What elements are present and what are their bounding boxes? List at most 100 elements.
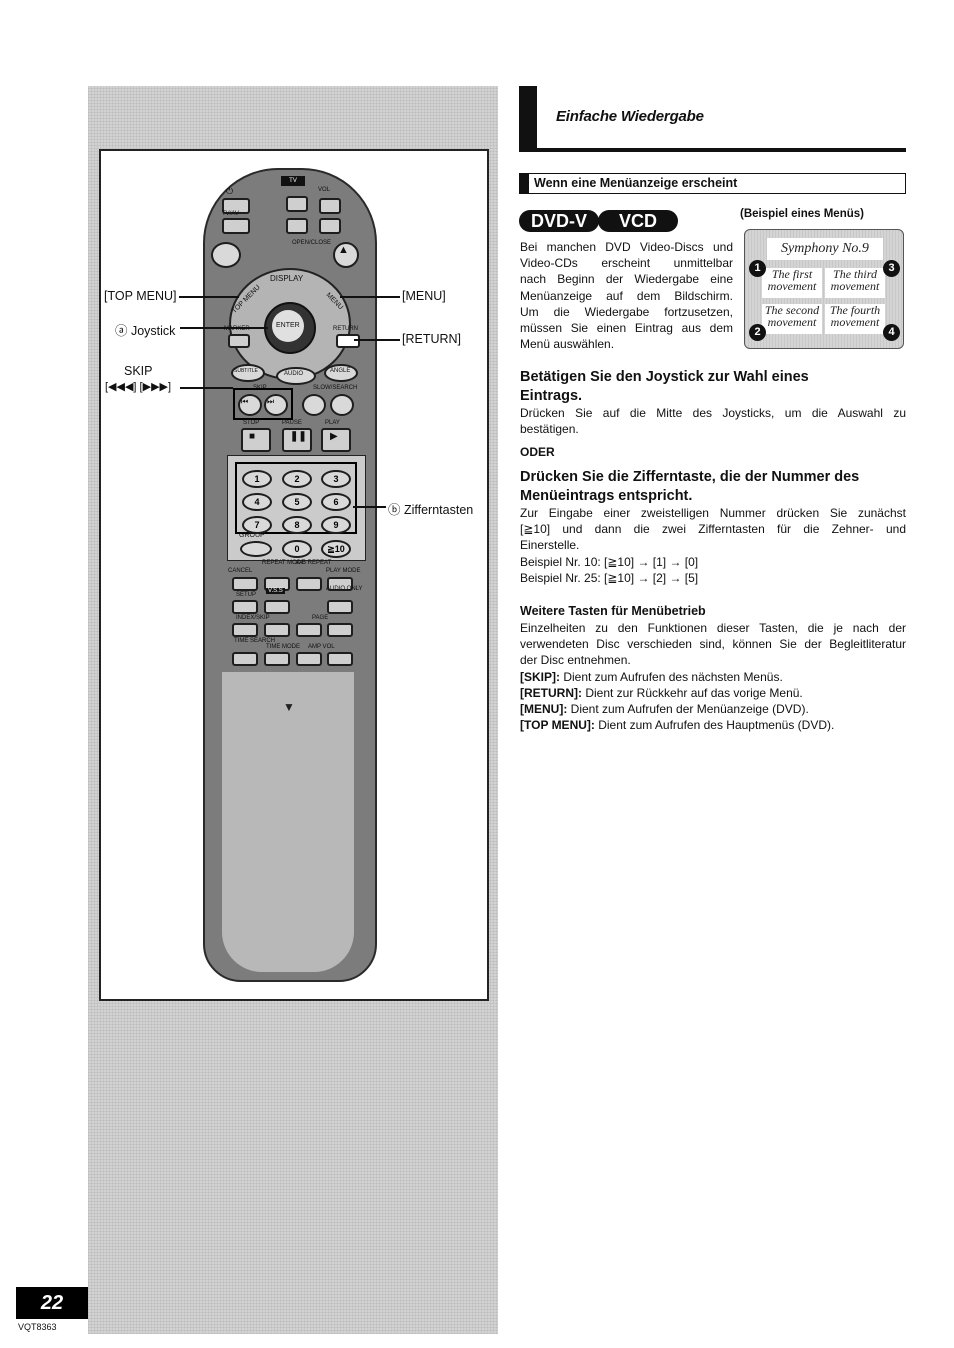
remote-amp-vol-plus-button[interactable] bbox=[327, 652, 353, 666]
remote-play-mode-label: PLAY MODE bbox=[326, 568, 361, 574]
callout-top-menu: [TOP MENU] bbox=[104, 289, 177, 303]
remote-marker-button[interactable] bbox=[228, 334, 250, 348]
remote-amp-vol-label: AMP VOL bbox=[308, 644, 335, 650]
remote-search-forward-button[interactable] bbox=[330, 394, 354, 416]
remote-enter-label: ENTER bbox=[276, 322, 300, 329]
remote-stop-button[interactable] bbox=[241, 428, 271, 452]
remote-return-button[interactable] bbox=[336, 334, 360, 348]
remote-power-button[interactable] bbox=[211, 242, 241, 268]
remote-amp-vol-minus-button[interactable] bbox=[296, 652, 322, 666]
callout-return-line bbox=[354, 339, 400, 341]
document-code: VQT8363 bbox=[18, 1322, 57, 1332]
remote-channel-up-button[interactable] bbox=[286, 196, 308, 212]
remote-vol-up-button[interactable] bbox=[319, 198, 341, 214]
remote-audio-button[interactable] bbox=[276, 367, 316, 385]
callout-joystick-line bbox=[180, 327, 268, 329]
menu-example-number-2: 2 bbox=[749, 324, 766, 341]
remote-page-minus-button[interactable] bbox=[296, 623, 322, 637]
menu-example-item-1: The first movement bbox=[762, 268, 822, 298]
remote-play-button[interactable] bbox=[321, 428, 351, 452]
remote-time-mode-button[interactable] bbox=[264, 652, 290, 666]
callout-numeric-keys-line bbox=[353, 506, 386, 508]
number-key-5[interactable]: 5 bbox=[282, 493, 312, 511]
number-key-3[interactable]: 3 bbox=[321, 470, 351, 488]
callout-skip-line bbox=[180, 387, 233, 389]
number-key-4[interactable]: 4 bbox=[242, 493, 272, 511]
more-buttons-return: [RETURN]: Dient zur Rückkehr auf das vor… bbox=[520, 685, 803, 700]
callout-return: [RETURN] bbox=[402, 332, 462, 346]
remote-cancel-button[interactable] bbox=[232, 577, 258, 591]
skip-highlight-box bbox=[233, 388, 293, 420]
remote-skip-forward-button[interactable] bbox=[264, 394, 288, 416]
number-key-7[interactable]: 7 bbox=[242, 516, 272, 534]
callout-numeric-keys: ⓑ Zifferntasten bbox=[388, 503, 474, 517]
remote-slow-search-label: SLOW/SEARCH bbox=[313, 385, 358, 391]
section-header-rule bbox=[519, 148, 906, 152]
step2-example-10: Beispiel Nr. 10: [≧10] → [1] → [0] bbox=[520, 554, 699, 569]
number-key-2[interactable]: 2 bbox=[282, 470, 312, 488]
remote-group-label: GROUP bbox=[239, 532, 265, 539]
remote-vol-down-button[interactable] bbox=[319, 218, 341, 234]
remote-audio-only-button[interactable] bbox=[327, 600, 353, 614]
remote-group-button[interactable] bbox=[240, 541, 272, 557]
number-key-9[interactable]: 9 bbox=[321, 516, 351, 534]
remote-index-skip-plus-button[interactable] bbox=[264, 623, 290, 637]
remote-vss-button[interactable] bbox=[264, 600, 290, 614]
menu-example-item-3: The third movement bbox=[825, 268, 885, 298]
more-buttons-top-menu: [TOP MENU]: Dient zum Aufrufen des Haupt… bbox=[520, 718, 835, 733]
number-key-0[interactable]: 0 bbox=[282, 540, 312, 558]
play-icon: ▶ bbox=[330, 431, 338, 442]
subsection-title: Wenn eine Menüanzeige erscheint bbox=[534, 176, 738, 190]
remote-enter-button[interactable] bbox=[272, 310, 304, 342]
intro-paragraph: Bei manchen DVD Video-Discs und Video-CD… bbox=[520, 240, 733, 352]
skip-back-icon: ⏮ bbox=[241, 397, 249, 406]
remote-skip-back-button[interactable] bbox=[238, 394, 262, 416]
section-header-bar bbox=[519, 86, 537, 152]
remote-pause-button[interactable] bbox=[282, 428, 312, 452]
remote-time-search-label: TIME SEARCH bbox=[234, 638, 276, 644]
number-key-1[interactable]: 1 bbox=[242, 470, 272, 488]
callout-skip: SKIP bbox=[124, 364, 153, 378]
remote-setup-button[interactable] bbox=[232, 600, 258, 614]
remote-page-plus-button[interactable] bbox=[327, 623, 353, 637]
subsection-bar bbox=[519, 173, 529, 194]
pause-icon: ❚❚ bbox=[290, 431, 307, 442]
remote-tvav-label: TV/AV bbox=[222, 211, 239, 217]
remote-channel-down-button[interactable] bbox=[286, 218, 308, 234]
remote-index-skip-minus-button[interactable] bbox=[232, 623, 258, 637]
remote-vol-label: VOL bbox=[318, 187, 331, 193]
remote-ab-repeat-label: A-B REPEAT bbox=[296, 560, 332, 566]
number-key-10-plus[interactable]: ≧10 bbox=[321, 540, 351, 558]
number-key-8[interactable]: 8 bbox=[282, 516, 312, 534]
step1-body: Drücken Sie auf die Mitte des Joysticks,… bbox=[520, 406, 906, 437]
remote-time-mode-label: TIME MODE bbox=[266, 644, 300, 650]
remote-open-close-label: OPEN/CLOSE bbox=[292, 240, 332, 246]
remote-search-back-button[interactable] bbox=[302, 394, 326, 416]
step2-example-25: Beispiel Nr. 25: [≧10] → [2] → [5] bbox=[520, 570, 699, 585]
remote-tvav-button[interactable] bbox=[222, 218, 250, 234]
remote-time-search-button[interactable] bbox=[232, 652, 258, 666]
remote-pause-label: PAUSE bbox=[282, 420, 302, 426]
callout-menu-line bbox=[340, 296, 400, 298]
step2-heading: Drücken Sie die Zifferntaste, die der Nu… bbox=[520, 469, 860, 504]
remote-tv-label: TV bbox=[281, 176, 305, 186]
menu-example-number-3: 3 bbox=[883, 260, 900, 277]
more-buttons-menu: [MENU]: Dient zum Aufrufen der Menüanzei… bbox=[520, 702, 809, 717]
remote-ab-repeat-button[interactable] bbox=[296, 577, 322, 591]
remote-tv-power-button[interactable] bbox=[222, 198, 250, 214]
remote-play-label: PLAY bbox=[325, 420, 340, 426]
number-key-6[interactable]: 6 bbox=[321, 493, 351, 511]
remote-angle-label: ANGLE bbox=[330, 368, 351, 374]
menu-example-title: Symphony No.9 bbox=[767, 238, 883, 260]
remote-angle-button[interactable] bbox=[324, 364, 358, 382]
remote-subtitle-button[interactable] bbox=[231, 364, 265, 382]
section-title: Einfache Wiedergabe bbox=[556, 108, 704, 125]
menu-example-item-2: The second movement bbox=[762, 304, 822, 334]
page-number: 22 bbox=[16, 1287, 88, 1319]
remote-subtitle-label: SUBTITLE bbox=[234, 368, 258, 374]
skip-forward-icon: ⏭ bbox=[267, 397, 275, 406]
menu-example-label: (Beispiel eines Menüs) bbox=[740, 208, 864, 220]
remote-open-close-button[interactable] bbox=[333, 242, 359, 268]
remote-play-mode-button[interactable] bbox=[327, 577, 353, 591]
remote-page-label: PAGE bbox=[312, 615, 329, 621]
